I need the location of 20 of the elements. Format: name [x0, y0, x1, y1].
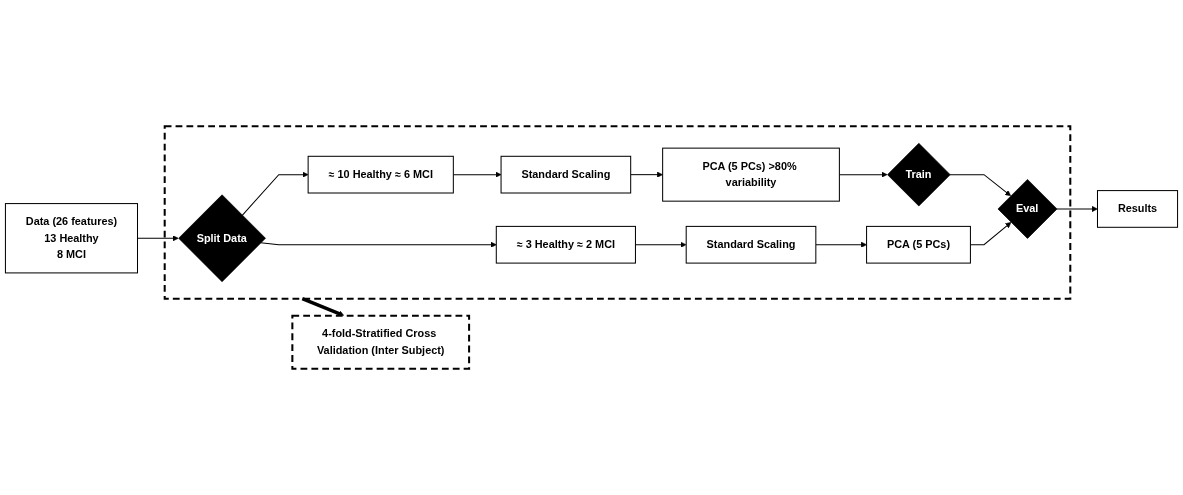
node-box: ≈ 10 Healthy ≈ 6 MCI: [307, 155, 454, 194]
node-box: ≈ 3 Healthy ≈ 2 MCI: [495, 225, 636, 264]
node-box: PCA (5 PCs): [866, 225, 971, 264]
node-diamond: Train: [887, 142, 951, 207]
node-diamond: Split Data: [178, 194, 266, 282]
arrow: [137, 235, 179, 242]
node-box: Data (26 features) 13 Healthy 8 MCI: [4, 203, 138, 274]
arrow: [241, 171, 309, 216]
arrow: [630, 171, 663, 178]
node-box: PCA (5 PCs) >80% variability: [662, 147, 840, 202]
arrow: [949, 174, 1011, 197]
node-box: Standard Scaling: [500, 155, 632, 194]
arrow: [260, 241, 497, 248]
node-box: Results: [1097, 190, 1179, 228]
arrow: [815, 241, 867, 248]
node-box: 4-fold-Stratified Cross Validation (Inter Subject): [291, 314, 471, 370]
arrow: [1056, 205, 1098, 212]
node-diamond: Eval: [997, 179, 1058, 239]
cluster: [163, 125, 1072, 300]
node-box: Standard Scaling: [685, 225, 817, 264]
